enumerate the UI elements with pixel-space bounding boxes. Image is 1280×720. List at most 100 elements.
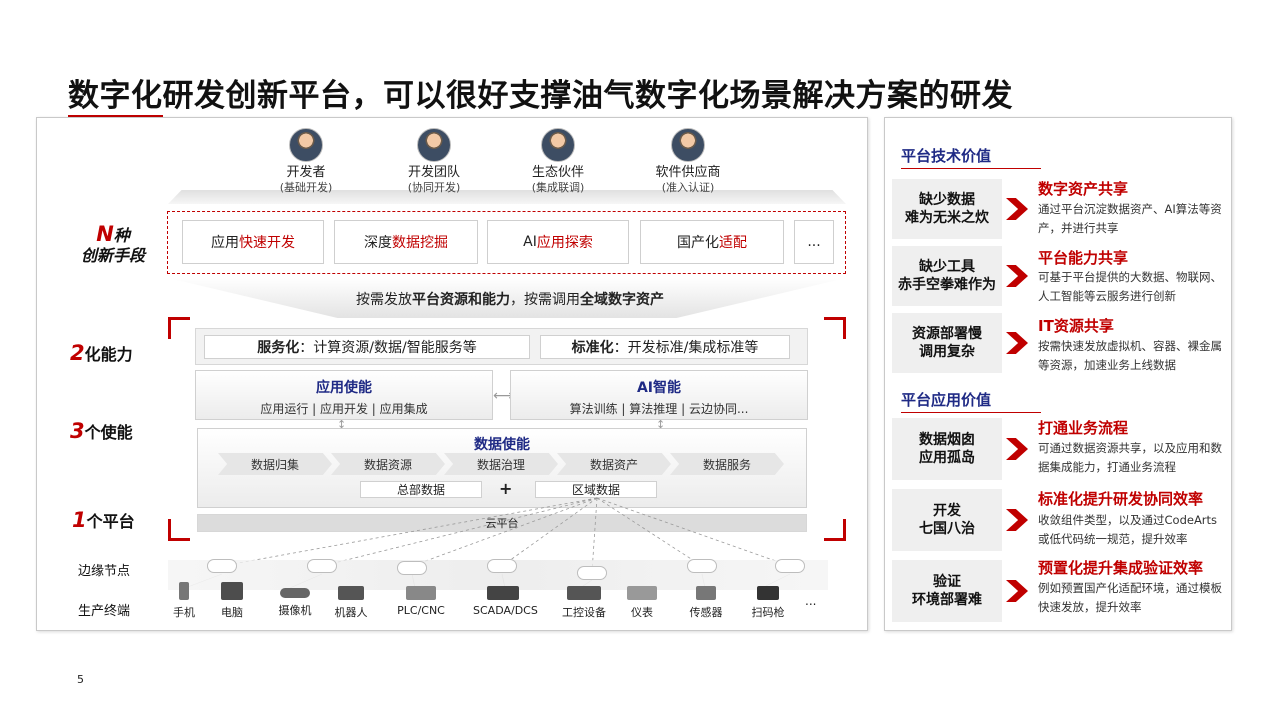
app-enabler-card: 应用使能 应用运行 | 应用开发 | 应用集成	[195, 370, 493, 420]
c2-number: 2	[70, 341, 85, 365]
data-step: 数据服务	[670, 453, 784, 475]
device-camera: 摄像机	[265, 582, 325, 618]
role-sub: (准入认证)	[661, 181, 715, 194]
device-pc: 电脑	[202, 582, 262, 620]
page-number: 5	[77, 673, 84, 686]
mean-localization: 国产化适配	[640, 220, 784, 264]
problem-box: 开发七国八治	[892, 489, 1002, 551]
role-sub: (协同开发)	[407, 181, 461, 194]
devices-more: ...	[805, 594, 817, 608]
ai-enabler-title: AI智能	[636, 380, 682, 396]
n-means-label: N种 创新手段	[70, 224, 156, 266]
open-resources-line: 按需发放平台资源和能力，按需调用全域数字资产	[356, 292, 664, 308]
plc-icon	[406, 586, 436, 600]
problem-box: 缺少数据难为无米之炊	[892, 179, 1002, 239]
app-enabler-title: 应用使能	[316, 380, 372, 396]
innovation-means-box	[167, 211, 846, 274]
one-platform-label: 1个平台	[72, 508, 135, 532]
down-arrow-icon: ↕	[337, 418, 347, 431]
problem-box: 缺少工具赤手空拳难作为	[892, 246, 1002, 306]
value-title: 预置化提升集成验证效率	[1038, 559, 1204, 577]
value-title: 标准化提升研发协同效率	[1038, 490, 1204, 508]
data-step: 数据资源	[331, 453, 445, 475]
page-title: 数字化研发创新平台，可以很好支撑油气数字化场景解决方案的研发	[68, 70, 1013, 118]
problem-box: 验证环境部署难	[892, 560, 1002, 622]
data-enabler-title: 数据使能	[474, 437, 530, 453]
ai-enabler-sub: 算法训练 | 算法推理 | 云边协同...	[569, 402, 749, 416]
region-data: 区域数据	[535, 481, 657, 498]
robot-icon	[338, 586, 364, 600]
problem-box: 资源部署慢调用复杂	[892, 313, 1002, 373]
device-meter: 仪表	[612, 582, 672, 620]
two-capabilities-label: 2化能力	[70, 341, 133, 365]
c2-word: 化能力	[84, 345, 133, 364]
device-scada: SCADA/DCS	[473, 582, 538, 617]
bracket-top-right	[824, 317, 846, 339]
value-title: 平台能力共享	[1038, 249, 1129, 267]
title-highlight: 数字化	[68, 78, 163, 118]
hq-data: 总部数据	[360, 481, 482, 498]
bracket-bottom-right	[824, 519, 846, 541]
device-phone: 手机	[154, 582, 214, 620]
team-avatar-icon	[417, 128, 451, 162]
device-plc: PLC/CNC	[391, 582, 451, 617]
scada-icon	[487, 586, 519, 600]
data-step: 数据归集	[218, 453, 332, 475]
data-step: 数据资产	[557, 453, 671, 475]
double-arrow-icon: ⟷	[492, 388, 514, 404]
bracket-bottom-left	[168, 519, 190, 541]
edge-node-label: 边缘节点	[78, 564, 131, 579]
cloud-icon	[687, 559, 717, 573]
device-robot: 机器人	[321, 582, 381, 620]
phone-icon	[179, 582, 189, 600]
role-eco-partner: 生态伙伴 (集成联调)	[503, 128, 613, 195]
service-capability: 服务化：计算资源/数据/智能服务等	[204, 335, 530, 359]
partner-avatar-icon	[541, 128, 575, 162]
title-rest: 研发创新平台，可以很好支撑油气数字化场景解决方案的研发	[162, 78, 1013, 114]
cloud-icon	[775, 559, 805, 573]
developer-avatar-icon	[289, 128, 323, 162]
problem-box: 数据烟囱应用孤岛	[892, 418, 1002, 480]
value-desc: 收敛组件类型，以及通过CodeArts或低代码统一规范，提升效率	[1038, 513, 1218, 546]
sensor-icon	[696, 586, 716, 600]
terminal-label: 生产终端	[78, 604, 131, 619]
app-enabler-sub: 应用运行 | 应用开发 | 应用集成	[260, 402, 428, 416]
value-desc: 按需快速发放虚拟机、容器、裸金属等资源，加速业务上线数据	[1038, 339, 1222, 372]
n-number: N	[96, 222, 114, 246]
cloud-icon	[397, 561, 427, 575]
cloud-icon	[207, 559, 237, 573]
tech-value-title: 平台技术价值	[901, 145, 1041, 169]
computer-icon	[221, 582, 243, 600]
value-desc: 可通过数据资源共享，以及应用和数据集成能力，打通业务流程	[1038, 441, 1222, 474]
down-arrow-icon: ↕	[656, 418, 666, 431]
device-industrial: 工控设备	[554, 582, 614, 620]
cloud-icon	[487, 559, 517, 573]
data-step: 数据治理	[444, 453, 558, 475]
mean-rapid-dev: 应用快速开发	[182, 220, 324, 264]
n-line2: 创新手段	[80, 246, 145, 265]
c3-word: 个使能	[84, 423, 133, 442]
device-scanner: 扫码枪	[738, 582, 798, 620]
standard-capability: 标准化：开发标准/集成标准等	[540, 335, 790, 359]
cloud-icon	[577, 566, 607, 580]
role-sub: (基础开发)	[279, 181, 333, 194]
value-title: IT资源共享	[1038, 317, 1114, 335]
scanner-icon	[757, 586, 779, 600]
roles-band	[168, 190, 846, 204]
industrial-device-icon	[567, 586, 601, 600]
app-value-title: 平台应用价值	[901, 389, 1041, 413]
role-name: 生态伙伴	[531, 165, 584, 180]
value-desc: 可基于平台提供的大数据、物联网、人工智能等云服务进行创新	[1038, 270, 1222, 303]
plus-sign: +	[499, 479, 513, 498]
meter-icon	[627, 586, 657, 600]
mean-data-mining: 深度数据挖掘	[334, 220, 478, 264]
role-dev-team: 开发团队 (协同开发)	[379, 128, 489, 195]
c1-number: 1	[72, 508, 87, 532]
role-name: 开发团队	[407, 165, 460, 180]
camera-icon	[280, 588, 310, 598]
device-sensor: 传感器	[676, 582, 736, 620]
vendor-avatar-icon	[671, 128, 705, 162]
value-desc: 例如预置国产化适配环境，通过模板快速发放，提升效率	[1038, 581, 1222, 614]
role-name: 软件供应商	[655, 165, 721, 180]
